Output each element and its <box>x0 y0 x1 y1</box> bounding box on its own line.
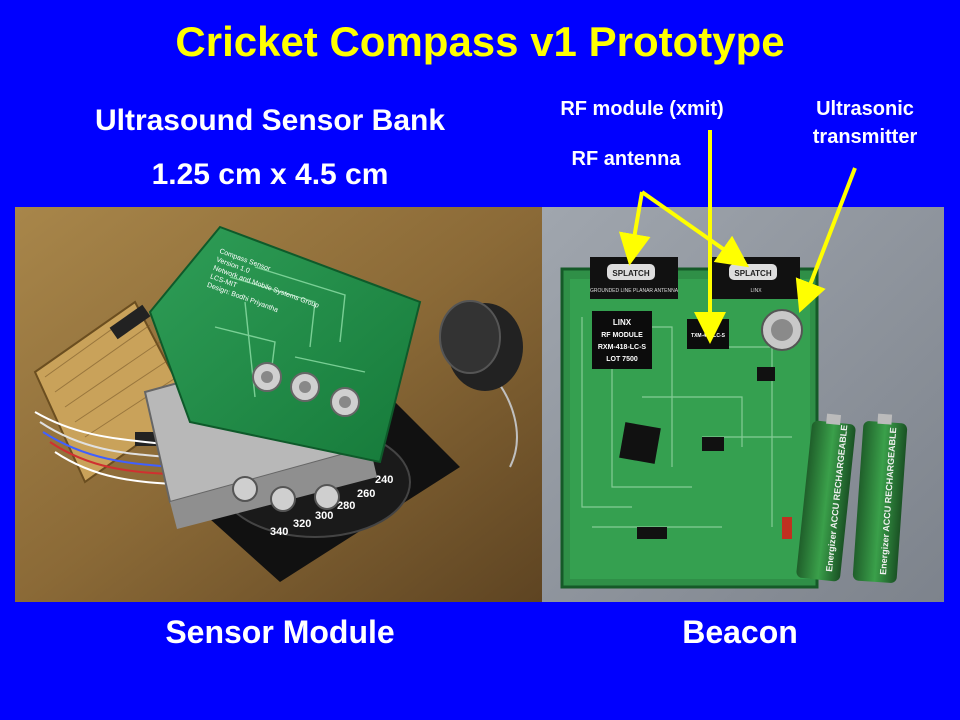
subtitle-sensor-bank: Ultrasound Sensor Bank <box>94 104 446 137</box>
svg-text:RXM-418-LC-S: RXM-418-LC-S <box>598 344 647 351</box>
svg-text:LINX: LINX <box>750 288 762 294</box>
svg-text:LINX: LINX <box>613 318 632 327</box>
subtitle-dimensions: 1.25 cm x 4.5 cm <box>151 158 389 191</box>
battery-left: Energizer ACCU RECHARGEABLE <box>796 413 856 582</box>
label-rf-antenna: RF antenna <box>571 148 681 170</box>
svg-text:SPLATCH: SPLATCH <box>612 269 649 278</box>
label-ultrasonic-line1: Ultrasonic <box>816 98 914 120</box>
sensor-module-photo: 340 320 300 280 260 240 Compass Sensor V… <box>15 207 542 602</box>
battery-right: Energizer ACCU RECHARGEABLE <box>852 413 908 583</box>
dial-label-280: 280 <box>337 500 355 512</box>
dial-label-260: 260 <box>357 488 375 500</box>
label-rf-module: RF module (xmit) <box>560 98 724 120</box>
slide-title: Cricket Compass v1 Prototype <box>175 18 785 65</box>
ultrasonic-transmitter <box>761 309 803 351</box>
dial-label-300: 300 <box>315 510 333 522</box>
svg-text:SPLATCH: SPLATCH <box>734 269 771 278</box>
rf-antenna-right: SPLATCH LINX <box>712 257 800 299</box>
label-ultrasonic-line2: transmitter <box>812 126 918 148</box>
caption-sensor-module: Sensor Module <box>165 614 395 650</box>
beacon-photo: SPLATCH GROUNDED LINE PLANAR ANTENNA SPL… <box>542 207 944 602</box>
dial-label-240: 240 <box>375 474 393 486</box>
arrow-rf-antenna-left <box>618 191 651 266</box>
svg-text:RF MODULE: RF MODULE <box>601 332 643 339</box>
rf-receiver-module: LINX RF MODULE RXM-418-LC-S LOT 7500 <box>592 311 652 369</box>
svg-text:LOT 7500: LOT 7500 <box>606 356 638 363</box>
svg-text:GROUNDED LINE PLANAR ANTENNA: GROUNDED LINE PLANAR ANTENNA <box>590 288 679 294</box>
dial-label-340: 340 <box>270 526 288 538</box>
arrow-rf-antenna-right <box>640 190 750 268</box>
ultrasonic-sensor-bank <box>252 362 360 417</box>
dial-label-320: 320 <box>293 518 311 530</box>
caption-beacon: Beacon <box>682 614 798 650</box>
arrow-ultrasonic-transmitter <box>795 167 857 313</box>
